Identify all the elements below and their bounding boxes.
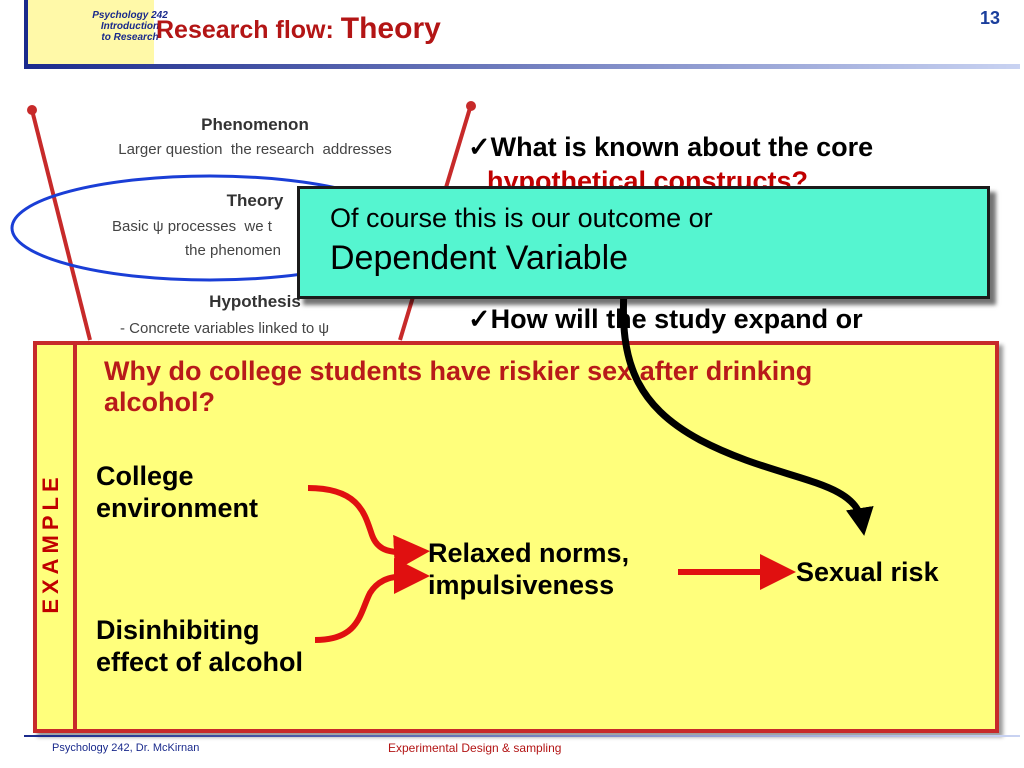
- arrow-callout-to-risk: [619, 289, 874, 536]
- example-divider: [73, 345, 77, 729]
- node-disinhibiting-alcohol: Disinhibiting effect of alcohol: [96, 614, 303, 678]
- check-icon: ✓: [468, 304, 491, 334]
- arrow-alcohol-to-norms: [314, 558, 430, 643]
- bullet-known-constructs: ✓What is known about the core: [468, 132, 873, 163]
- funnel-right-dot: [466, 101, 476, 111]
- theory-description-2: the phenomen: [185, 242, 281, 259]
- node-alcohol-line-1: Disinhibiting: [96, 615, 260, 645]
- slide-title-main: Theory: [340, 12, 441, 45]
- theory-description-1: Basic ψ processes we t: [112, 218, 272, 235]
- bullet-study-expand: ✓How will the study expand or: [468, 304, 863, 335]
- theory-heading: Theory: [226, 191, 284, 210]
- logo-line-1: Psychology 242: [92, 10, 168, 21]
- node-alcohol-line-2: effect of alcohol: [96, 647, 304, 677]
- node-college-line-1: College: [96, 461, 194, 491]
- hypothesis-description: - Concrete variables linked to ψ: [120, 320, 330, 337]
- check-icon: ✓: [468, 132, 491, 162]
- callout-line-1: Of course this is our outcome or: [330, 203, 713, 233]
- node-norms-line-1: Relaxed norms,: [428, 538, 630, 568]
- dependent-variable-callout: Of course this is our outcome or Depende…: [297, 186, 990, 299]
- node-norms-line-2: impulsiveness: [428, 570, 615, 600]
- header-divider: [24, 64, 1020, 69]
- arrow-college-to-norms: [307, 485, 430, 571]
- course-logo: [24, 0, 154, 66]
- footer-topic: Experimental Design & sampling: [388, 741, 562, 755]
- course-logo-text: Psychology 242 Introduction to Research: [60, 10, 200, 43]
- footer-author: Psychology 242, Dr. McKirnan: [52, 742, 200, 754]
- bullet-text: How will the study expand or: [490, 304, 863, 334]
- phenomenon-description: Larger question the research addresses: [118, 141, 392, 158]
- research-question: Why do college students have riskier sex…: [104, 356, 813, 417]
- node-sexual-risk: Sexual risk: [796, 557, 939, 587]
- logo-line-3: to Research: [101, 32, 159, 43]
- slide-title: Research flow: Theory: [156, 12, 441, 46]
- node-college-line-2: environment: [96, 493, 259, 523]
- logo-line-2: Introduction: [100, 21, 160, 32]
- node-relaxed-norms: Relaxed norms, impulsiveness: [428, 537, 629, 601]
- node-college-environment: College environment: [96, 460, 258, 524]
- example-panel: [33, 341, 999, 733]
- bullet-known-constructs-continued: hypothetical constructs?: [487, 166, 809, 186]
- funnel-left-dot: [27, 105, 37, 115]
- funnel-left-line: [30, 109, 92, 341]
- callout-line-2: Dependent Variable: [330, 239, 629, 277]
- footer-divider: [24, 735, 1020, 737]
- slide-title-prefix: Research flow:: [156, 16, 341, 44]
- bullet-text: What is known about the core: [490, 132, 874, 162]
- hypothesis-heading: Hypothesis: [209, 292, 301, 311]
- phenomenon-heading: Phenomenon: [201, 115, 309, 134]
- page-number: 13: [979, 8, 1000, 28]
